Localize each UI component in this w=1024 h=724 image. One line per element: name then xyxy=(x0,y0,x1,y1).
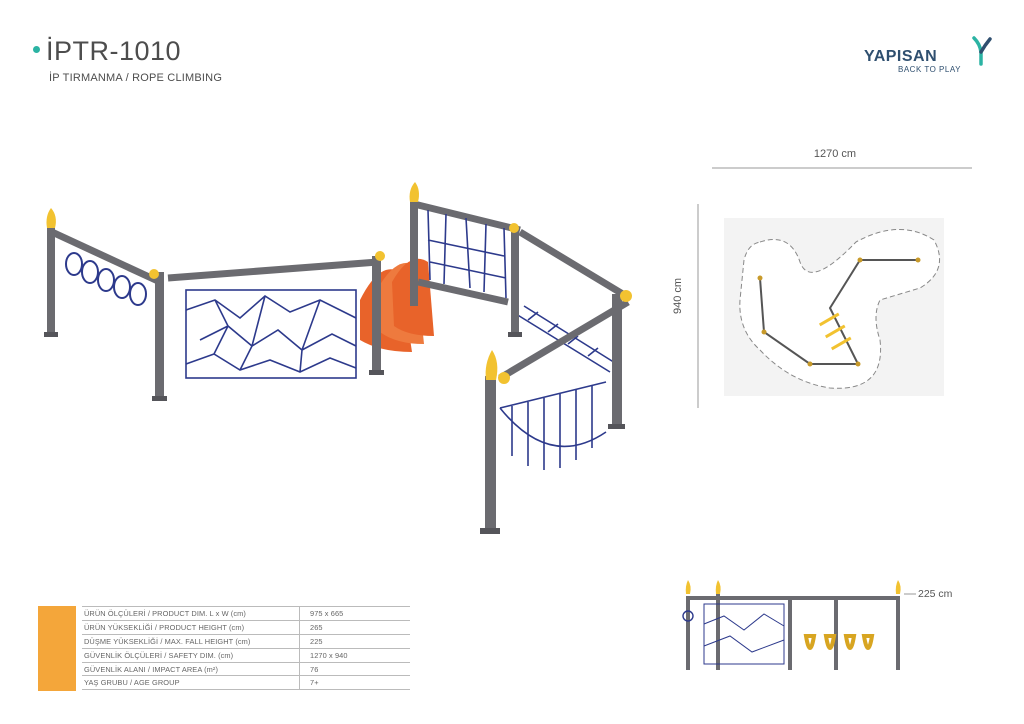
impact-area-outline xyxy=(739,229,941,389)
climbing-net-panel-3 xyxy=(499,381,607,470)
brand-tagline: BACK TO PLAY xyxy=(898,65,961,74)
spec-label: GÜVENLİK ALANI / IMPACT AREA (m²) xyxy=(82,662,300,677)
spec-row: GÜVENLİK ÖLÇÜLERİ / SAFETY DIM. (cm)1270… xyxy=(82,648,410,663)
product-subtitle: İP TIRMANMA / ROPE CLIMBING xyxy=(49,72,223,84)
spec-label: GÜVENLİK ÖLÇÜLERİ / SAFETY DIM. (cm) xyxy=(82,648,300,663)
spec-accent-swatch xyxy=(38,606,76,691)
spec-label: ÜRÜN ÖLÇÜLERİ / PRODUCT DIM. L x W (cm) xyxy=(82,606,300,621)
height-label: 225 cm xyxy=(918,588,953,600)
spec-value: 7+ xyxy=(299,675,410,691)
y-leaf-icon xyxy=(972,36,992,66)
spec-row: DÜŞME YÜKSEKLİĞİ / MAX. FALL HEIGHT (cm)… xyxy=(82,634,410,649)
ring-ladder-segment xyxy=(50,228,162,306)
spec-row: ÜRÜN YÜKSEKLİĞİ / PRODUCT HEIGHT (cm)265 xyxy=(82,620,410,635)
spec-value: 975 x 665 xyxy=(299,606,410,621)
climbing-net-panel-1 xyxy=(167,258,379,379)
safety-width-label: 1270 cm xyxy=(813,148,857,160)
spec-value: 76 xyxy=(299,662,410,677)
title-bullet-icon xyxy=(33,46,40,53)
spec-row: GÜVENLİK ALANI / IMPACT AREA (m²)76 xyxy=(82,662,410,677)
spec-value: 265 xyxy=(299,620,410,635)
steel-posts xyxy=(47,196,622,530)
brand-logo: YAPISAN BACK TO PLAY xyxy=(864,34,994,80)
product-code: İPTR-1010 xyxy=(46,36,182,66)
spec-label: YAŞ GRUBU / AGE GROUP xyxy=(82,675,300,691)
post-caps xyxy=(46,182,632,384)
spec-row: ÜRÜN ÖLÇÜLERİ / PRODUCT DIM. L x W (cm)9… xyxy=(82,606,410,621)
rope-ladder-bridge xyxy=(498,229,630,382)
spec-value: 225 xyxy=(299,634,410,649)
climbing-net-panel-2 xyxy=(413,200,521,306)
spec-label: DÜŞME YÜKSEKLİĞİ / MAX. FALL HEIGHT (cm) xyxy=(82,634,300,649)
spec-value: 1270 x 940 xyxy=(299,648,410,663)
brand-name: YAPISAN xyxy=(864,48,938,65)
spec-label: ÜRÜN YÜKSEKLİĞİ / PRODUCT HEIGHT (cm) xyxy=(82,620,300,635)
